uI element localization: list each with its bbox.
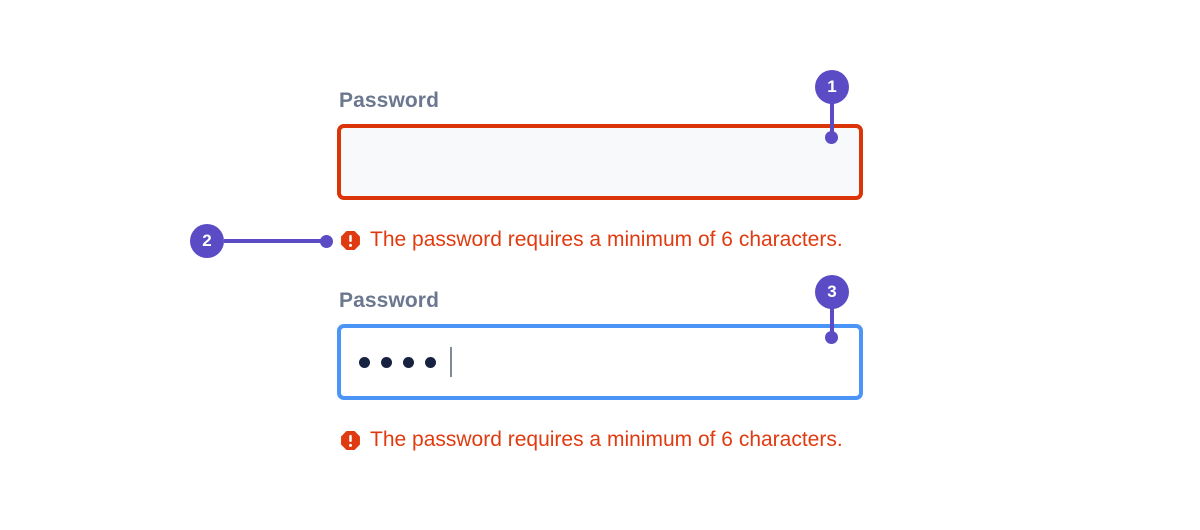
password-error-message-2: The password requires a minimum of 6 cha… (340, 427, 843, 453)
password-error-message-1: The password requires a minimum of 6 cha… (340, 227, 843, 253)
callout-badge-1[interactable]: 1 (815, 70, 849, 104)
error-octagon-icon (341, 230, 360, 250)
password-label-error: Password (339, 89, 440, 112)
password-error-text-1: The password requires a minimum of 6 cha… (370, 228, 843, 251)
callout-badge-2[interactable]: 2 (190, 224, 224, 258)
password-label-focused: Password (339, 289, 440, 312)
password-masked-value-focused (359, 356, 447, 368)
password-input-focused[interactable] (337, 324, 863, 400)
callout-anchor-dot-2 (320, 235, 333, 248)
password-error-text-2: The password requires a minimum of 6 cha… (370, 428, 843, 451)
callout-badge-3[interactable]: 3 (815, 275, 849, 309)
password-mask-dot (381, 356, 392, 368)
password-mask-dot (425, 356, 436, 368)
password-mask-dot (403, 356, 414, 368)
error-octagon-icon (341, 430, 360, 450)
text-caret (450, 347, 452, 377)
callout-anchor-dot-1 (825, 131, 838, 144)
password-field-group-focused: Password (337, 288, 863, 400)
callout-leader-line-2 (224, 239, 332, 243)
password-field-group-error: Password (337, 88, 863, 200)
password-input-error[interactable] (337, 124, 863, 200)
callout-leader-line-1 (830, 100, 834, 138)
callout-leader-line-3 (830, 305, 834, 338)
password-mask-dot (359, 356, 370, 368)
callout-anchor-dot-3 (825, 331, 838, 344)
